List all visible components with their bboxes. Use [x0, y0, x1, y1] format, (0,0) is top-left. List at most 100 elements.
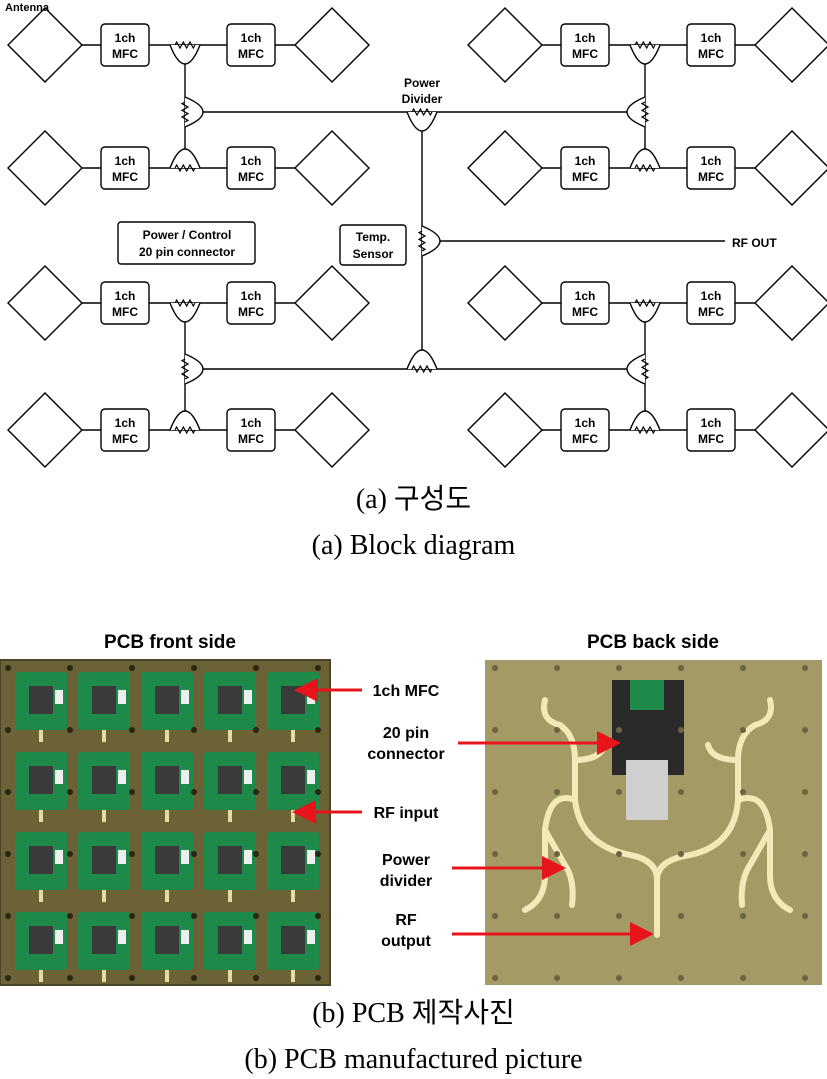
power-divider-symbol	[629, 44, 661, 65]
via-hole	[740, 665, 746, 671]
mfc-chip-small	[118, 690, 126, 704]
temp-sensor-box	[339, 224, 407, 266]
mfc-chip	[281, 766, 305, 794]
antenna-element	[467, 265, 543, 341]
antenna-element	[7, 392, 83, 468]
mfc-label-2: MFC	[698, 305, 724, 319]
mfc-block	[226, 146, 276, 190]
resistor-symbol	[174, 298, 196, 308]
mfc-label-2: MFC	[572, 47, 598, 61]
mfc-chip	[155, 766, 179, 794]
divider-trace	[738, 827, 773, 908]
via-hole	[678, 975, 684, 981]
callout-connector-1: 20 pin	[383, 725, 429, 742]
mfc-label-1: 1ch	[241, 154, 262, 168]
callout-rf-output-1: RF	[395, 912, 417, 929]
mfc-chip-small	[181, 690, 189, 704]
resistor-symbol	[174, 40, 196, 50]
mfc-chip	[29, 766, 53, 794]
mfc-block	[686, 408, 736, 452]
antenna-label: Antenna	[5, 2, 50, 14]
mfc-chip-small	[181, 930, 189, 944]
mfc-chip	[29, 686, 53, 714]
mfc-chip	[29, 926, 53, 954]
mfc-chip	[218, 926, 242, 954]
resistor-symbol	[411, 107, 433, 117]
antenna-element	[467, 392, 543, 468]
mfc-chip-small	[244, 690, 252, 704]
mfc-chip	[92, 766, 116, 794]
mfc-chip-small	[181, 850, 189, 864]
power-divider-symbol	[169, 410, 201, 431]
antenna-element	[754, 392, 827, 468]
via-hole	[191, 851, 197, 857]
antenna-element	[754, 265, 827, 341]
connector-box	[117, 221, 256, 265]
via-hole	[315, 789, 321, 795]
via-hole	[616, 975, 622, 981]
mfc-chip	[155, 846, 179, 874]
mfc-chip	[92, 846, 116, 874]
callout-arrows	[292, 678, 654, 946]
via-hole	[191, 975, 197, 981]
mfc-block	[100, 23, 150, 67]
via-hole	[740, 789, 746, 795]
antenna-element	[294, 130, 370, 206]
mfc-chip	[218, 766, 242, 794]
mfc-chip-small	[244, 770, 252, 784]
connector-label-1: Power / Control	[143, 228, 232, 242]
via-hole	[67, 913, 73, 919]
mfc-block	[686, 23, 736, 67]
via-hole	[492, 913, 498, 919]
mfc-chip	[281, 846, 305, 874]
antenna-element	[294, 265, 370, 341]
power-divider-symbol	[406, 349, 438, 370]
via-hole	[253, 665, 259, 671]
via-hole	[802, 851, 808, 857]
pcb-back-photo	[485, 660, 822, 985]
antenna-element	[294, 392, 370, 468]
power-divider-symbol	[184, 353, 204, 385]
via-hole	[129, 913, 135, 919]
power-divider-symbol	[629, 302, 661, 323]
resistor-symbol	[640, 358, 650, 380]
callout-1ch-mfc: 1ch MFC	[373, 683, 440, 700]
caption-b-korean: (b) PCB 제작사진	[312, 998, 515, 1029]
via-hole	[492, 851, 498, 857]
mfc-label-1: 1ch	[575, 154, 596, 168]
callout-connector-2: connector	[367, 746, 444, 763]
mfc-chip-small	[118, 770, 126, 784]
mfc-label-1: 1ch	[575, 31, 596, 45]
via-hole	[740, 913, 746, 919]
mfc-chip-small	[55, 770, 63, 784]
antenna-element	[754, 130, 827, 206]
mfc-label-2: MFC	[698, 47, 724, 61]
back-side-title: PCB back side	[587, 632, 719, 653]
mfc-chip-small	[181, 770, 189, 784]
via-hole	[554, 913, 560, 919]
via-hole	[129, 975, 135, 981]
rf-out-label: RF OUT	[732, 236, 777, 250]
power-divider-symbol	[421, 225, 441, 257]
mfc-chip-small	[307, 930, 315, 944]
mfc-label-2: MFC	[698, 432, 724, 446]
mfc-label-2: MFC	[572, 305, 598, 319]
front-side-title: PCB front side	[104, 632, 236, 653]
resistor-symbol	[411, 364, 433, 374]
mfc-chip	[218, 846, 242, 874]
mfc-chip-small	[244, 850, 252, 864]
via-hole	[5, 665, 11, 671]
mfc-label-2: MFC	[112, 170, 138, 184]
mfc-chip-small	[118, 930, 126, 944]
via-hole	[616, 913, 622, 919]
antenna-element	[7, 265, 83, 341]
mfc-chip-small	[55, 850, 63, 864]
via-hole	[492, 727, 498, 733]
via-hole	[5, 913, 11, 919]
via-hole	[315, 851, 321, 857]
mfc-chip	[92, 926, 116, 954]
mfc-block	[560, 408, 610, 452]
power-divider-symbol	[184, 96, 204, 128]
callout-rf-output-2: output	[381, 933, 431, 950]
caption-b-english: (b) PCB manufactured picture	[244, 1044, 583, 1075]
